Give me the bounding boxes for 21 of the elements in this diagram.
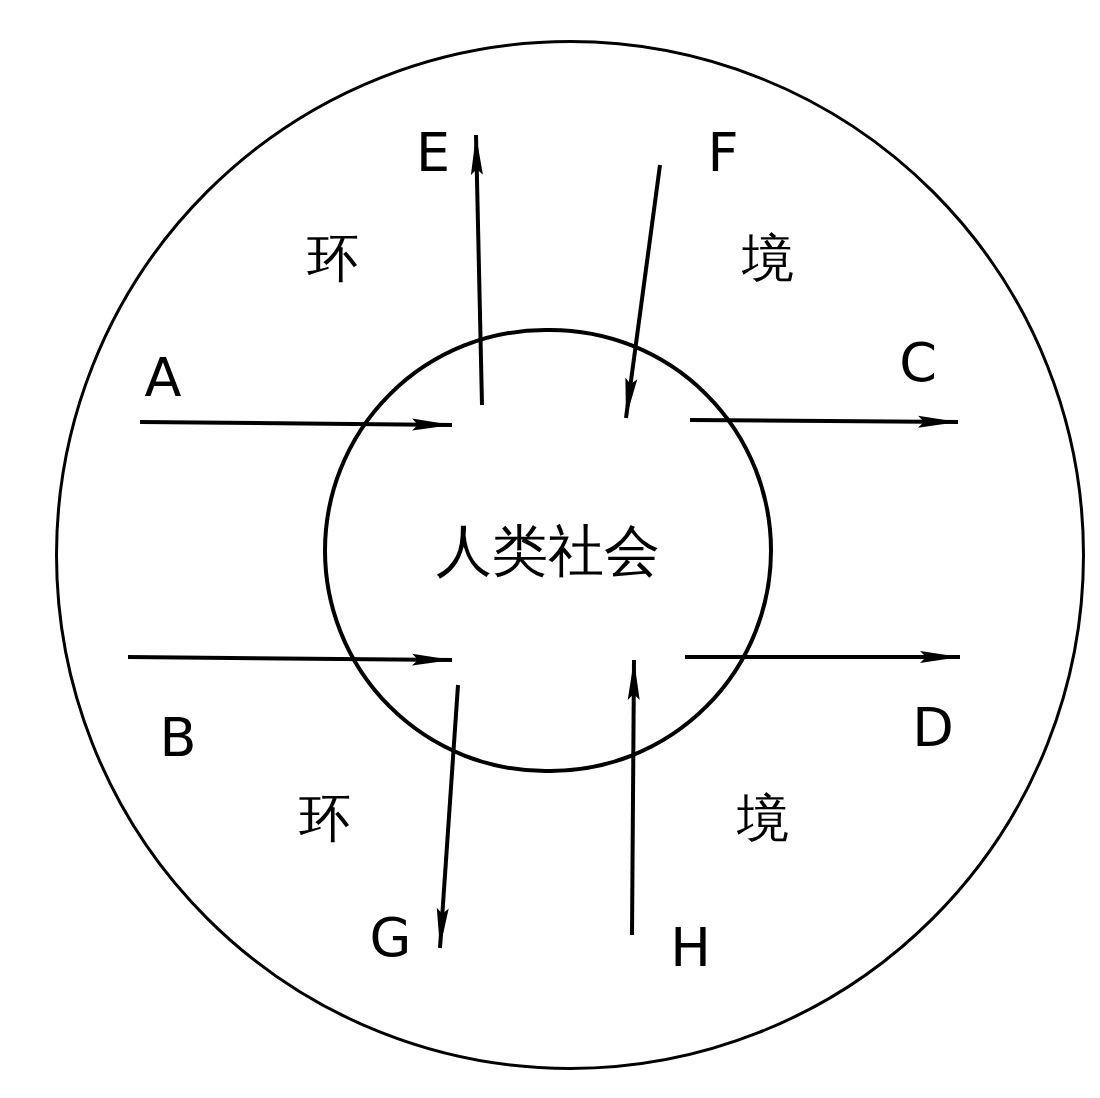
ring-label: 境 [742,232,794,284]
ring-label: 环 [299,792,351,844]
ring-label: 境 [737,792,789,844]
arrow [140,418,452,431]
arrow [690,415,958,428]
letter-label: H [658,908,723,988]
letter-label: E [403,113,463,193]
arrow [470,134,484,406]
arrow [128,653,452,666]
arrow [436,684,460,949]
circle-label: 人类社会 [436,522,660,579]
letter-label: C [883,323,953,403]
letter-label: A [133,338,193,418]
ring-label: 环 [307,232,359,284]
letter-label: D [898,688,968,768]
arrow [685,651,960,663]
letter-label: F [693,113,753,193]
arrow [627,660,640,935]
letter-label: G [358,898,423,978]
arrow [624,164,662,419]
letter-label: B [148,698,208,778]
